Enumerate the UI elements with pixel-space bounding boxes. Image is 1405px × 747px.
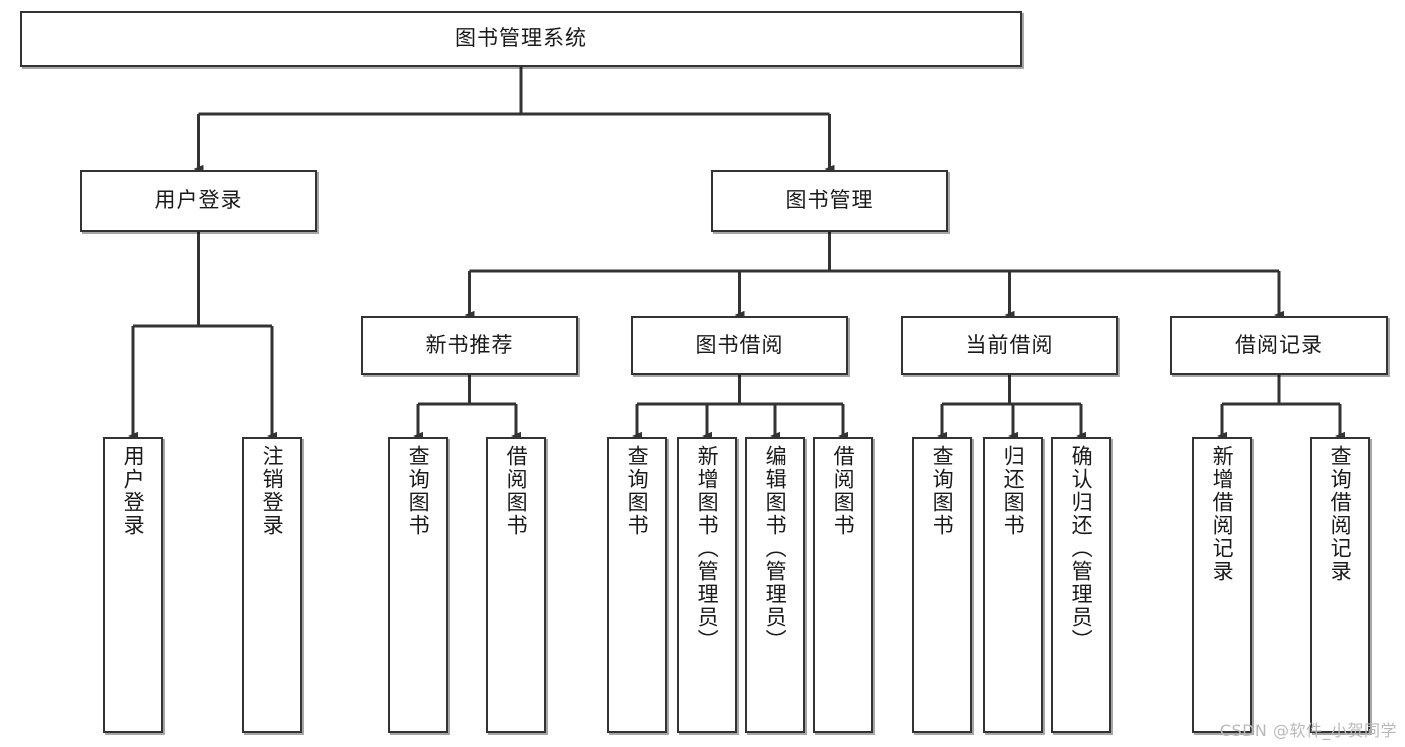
node-label: 当前借阅 [965, 332, 1054, 357]
node-label: 图书借阅 [695, 332, 784, 357]
node-bookmgmt[interactable]: 图书管理 [711, 170, 948, 232]
node-label: 归还图书 [1001, 445, 1026, 537]
node-c3[interactable]: 确认归还（管理员） [1051, 437, 1111, 733]
node-records[interactable]: 借阅记录 [1170, 316, 1388, 375]
node-label: 图书管理系统 [455, 26, 587, 51]
node-c1[interactable]: 查询图书 [912, 437, 972, 733]
node-r1[interactable]: 新增借阅记录 [1192, 437, 1252, 733]
node-label: 新增借阅记录 [1210, 445, 1235, 583]
node-newbook[interactable]: 新书推荐 [361, 316, 578, 375]
watermark-text: CSDN @软件_小贺同学 [1219, 721, 1397, 740]
node-root[interactable]: 图书管理系统 [20, 11, 1022, 67]
node-label: 借阅记录 [1235, 332, 1323, 357]
node-label: 用户登录 [121, 445, 146, 537]
node-n1[interactable]: 查询图书 [388, 437, 448, 733]
node-label: 查询图书 [406, 445, 431, 537]
node-label: 图书管理 [785, 188, 874, 213]
node-label: 用户登录 [154, 188, 243, 213]
node-l1[interactable]: 用户登录 [103, 437, 163, 733]
node-l2[interactable]: 注销登录 [242, 437, 302, 733]
node-n2[interactable]: 借阅图书 [486, 437, 546, 733]
node-label: 查询图书 [625, 445, 650, 537]
node-label: 确认归还（管理员） [1069, 445, 1094, 652]
node-label: 查询借阅记录 [1328, 445, 1353, 583]
node-label: 新书推荐 [425, 332, 514, 357]
node-b3[interactable]: 编辑图书（管理员） [745, 437, 805, 733]
node-b2[interactable]: 新增图书（管理员） [677, 437, 737, 733]
node-r2[interactable]: 查询借阅记录 [1310, 437, 1370, 733]
node-label: 编辑图书（管理员） [763, 445, 788, 652]
node-b1[interactable]: 查询图书 [607, 437, 667, 733]
node-label: 借阅图书 [831, 445, 856, 537]
node-b4[interactable]: 借阅图书 [813, 437, 873, 733]
edge-group [128, 67, 1345, 441]
node-label: 注销登录 [260, 445, 285, 537]
node-label: 查询图书 [930, 445, 955, 537]
node-label: 新增图书（管理员） [695, 445, 720, 652]
node-borrow[interactable]: 图书借阅 [631, 316, 848, 375]
node-label: 借阅图书 [504, 445, 529, 537]
node-current[interactable]: 当前借阅 [901, 316, 1118, 375]
node-login[interactable]: 用户登录 [80, 170, 317, 232]
node-c2[interactable]: 归还图书 [983, 437, 1043, 733]
